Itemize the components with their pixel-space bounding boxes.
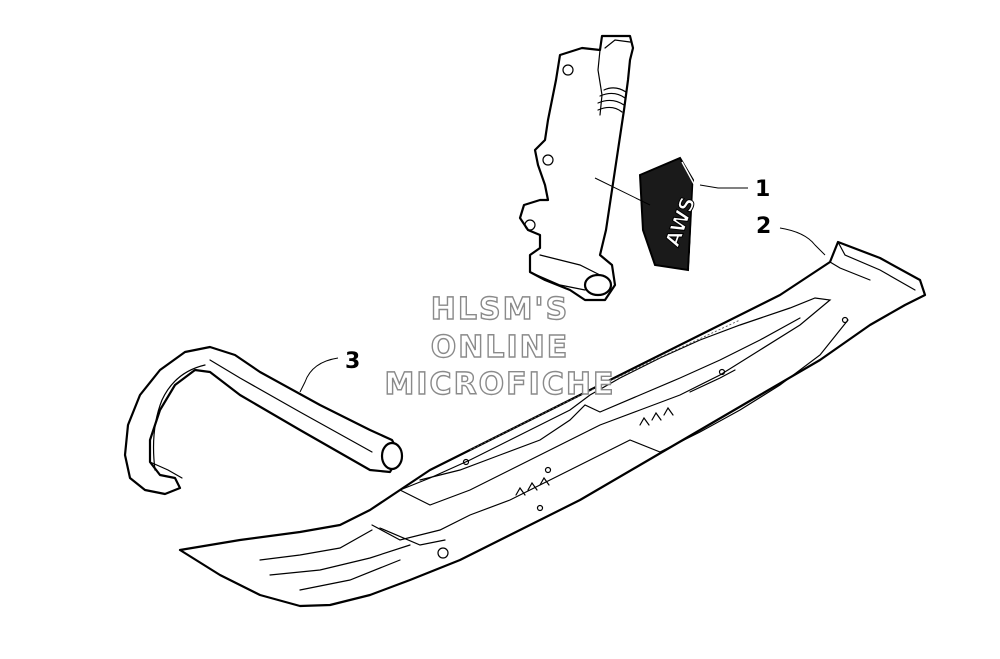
callout-number-3: 3	[345, 349, 360, 374]
leader-line-1	[594, 177, 748, 206]
decal-part: AWS	[638, 156, 701, 272]
watermark-line-2: ONLINE	[431, 330, 570, 365]
leader-line-3	[299, 357, 339, 393]
watermark-line-3: MICROFICHE	[385, 367, 616, 402]
ski-spindle	[518, 34, 635, 302]
watermark-line-1: HLSM'S	[431, 292, 569, 327]
ski-handle-part	[123, 345, 404, 496]
leader-line-2	[779, 227, 826, 256]
callout-number-1: 1	[755, 177, 770, 202]
callout-number-2: 2	[756, 214, 771, 239]
ski-part	[178, 240, 927, 608]
watermark: HLSM'S ONLINE MICROFICHE	[384, 291, 616, 402]
